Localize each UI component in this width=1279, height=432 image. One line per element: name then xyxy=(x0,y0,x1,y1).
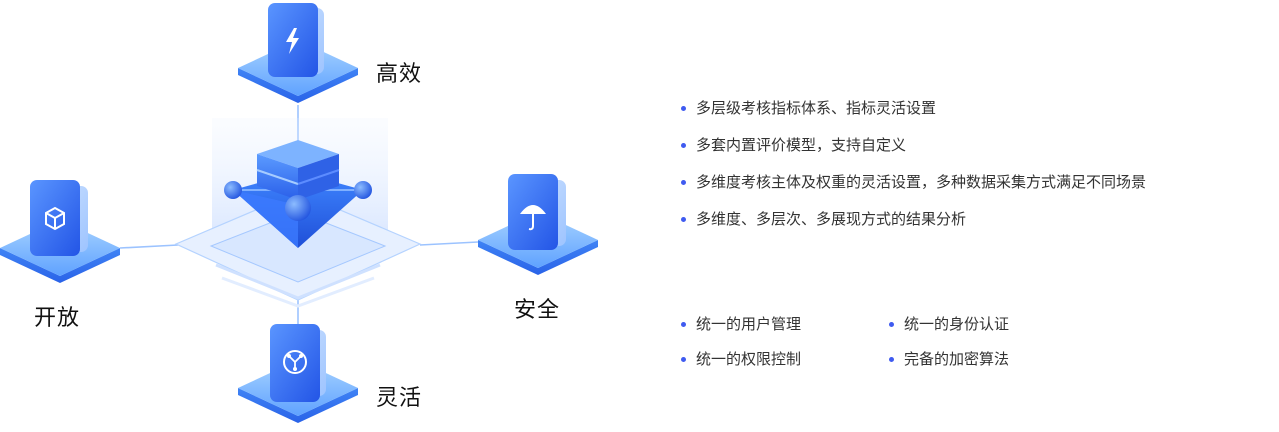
node-label-left: 开放 xyxy=(34,306,81,331)
feature-item: 多维度、多层次、多展现方式的结果分析 xyxy=(680,209,1146,229)
bullet-dot xyxy=(889,357,894,362)
bullet-dot xyxy=(681,322,686,327)
capability-item: 统一的权限控制 xyxy=(680,349,801,369)
bullet-dot xyxy=(681,357,686,362)
tile-bottom[interactable] xyxy=(238,324,358,423)
capability-text: 统一的用户管理 xyxy=(696,315,802,333)
node-label-bottom: 灵活 xyxy=(376,386,423,411)
share-icon xyxy=(283,350,307,374)
node-ball-center xyxy=(285,195,311,221)
lightning-icon xyxy=(286,28,299,54)
feature-list: 多层级考核指标体系、指标灵活设置 多套内置评价模型，支持自定义 多维度考核主体及… xyxy=(680,98,1146,229)
capability-item: 统一的用户管理 xyxy=(680,314,801,334)
capability-item: 完备的加密算法 xyxy=(888,349,1009,369)
server-core xyxy=(224,140,372,248)
server-slot-1 xyxy=(256,169,299,185)
capability-text: 统一的权限控制 xyxy=(696,350,802,368)
tile-left[interactable] xyxy=(0,180,120,283)
capability-text: 统一的身份认证 xyxy=(904,315,1010,333)
capability-item: 统一的身份认证 xyxy=(888,314,1009,334)
capability-list-left: 统一的用户管理 统一的权限控制 xyxy=(680,314,801,369)
connector-right xyxy=(419,241,479,246)
node-label-top: 高效 xyxy=(376,62,423,87)
cube-icon xyxy=(45,206,65,231)
connector-left xyxy=(119,244,179,249)
feature-text: 多层级考核指标体系、指标灵活设置 xyxy=(696,99,937,117)
node-ball-left xyxy=(224,181,242,199)
bullet-dot xyxy=(681,143,686,148)
bullet-dot xyxy=(681,180,686,185)
server-slot-2 xyxy=(297,169,340,185)
node-label-right: 安全 xyxy=(514,298,561,323)
bullet-dot xyxy=(889,322,894,327)
feature-item: 多套内置评价模型，支持自定义 xyxy=(680,135,1146,155)
feature-text: 多维度考核主体及权重的灵活设置，多种数据采集方式满足不同场景 xyxy=(696,173,1147,191)
capability-list-right: 统一的身份认证 完备的加密算法 xyxy=(888,314,1009,369)
platform-glow-2 xyxy=(221,276,375,308)
platform-glow xyxy=(215,263,381,300)
umbrella-icon xyxy=(520,205,546,231)
feature-item: 多层级考核指标体系、指标灵活设置 xyxy=(680,98,1146,118)
feature-text: 多套内置评价模型，支持自定义 xyxy=(696,136,907,154)
node-ball-right xyxy=(354,181,372,199)
cone-highlight xyxy=(233,190,298,248)
feature-text: 多维度、多层次、多展现方式的结果分析 xyxy=(696,210,967,228)
capability-text: 完备的加密算法 xyxy=(904,350,1010,368)
bullet-dot xyxy=(681,106,686,111)
architecture-diagram xyxy=(0,3,598,423)
tile-right[interactable] xyxy=(478,174,598,275)
feature-item: 多维度考核主体及权重的灵活设置，多种数据采集方式满足不同场景 xyxy=(680,172,1146,192)
tile-top[interactable] xyxy=(238,3,358,103)
bullet-dot xyxy=(681,217,686,222)
